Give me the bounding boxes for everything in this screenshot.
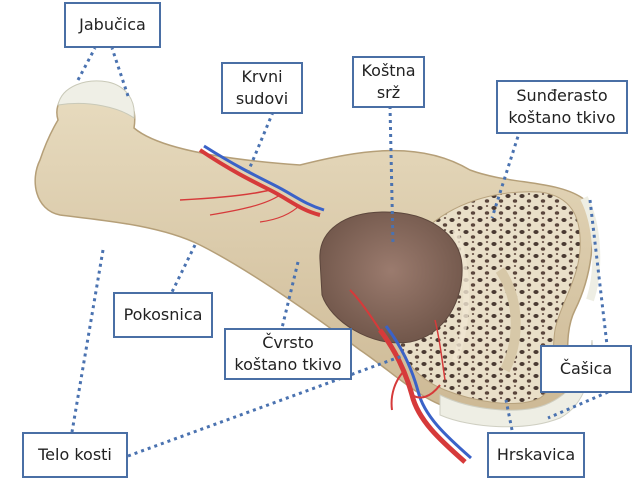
- label-pokosnica: Pokosnica: [113, 292, 213, 338]
- label-cvrsto: Čvrsto koštano tkivo: [224, 328, 352, 380]
- distal-cartilage: [439, 339, 594, 428]
- leader-lines: [70, 47, 609, 458]
- label-jabucica: Jabučica: [64, 2, 161, 48]
- label-krvni-sudovi: Krvni sudovi: [221, 62, 303, 114]
- label-telo-kosti: Telo kosti: [22, 432, 128, 478]
- label-kostna-srz: Koštna srž: [352, 56, 425, 108]
- label-casica: Čašica: [540, 345, 632, 393]
- upper-blood-vessels: [179, 144, 325, 223]
- label-sundjerasto: Sunđerasto koštano tkivo: [496, 80, 628, 134]
- label-hrskavica: Hrskavica: [487, 432, 585, 478]
- lower-blood-vessels: [349, 289, 472, 464]
- marrow-cavity: [319, 211, 463, 344]
